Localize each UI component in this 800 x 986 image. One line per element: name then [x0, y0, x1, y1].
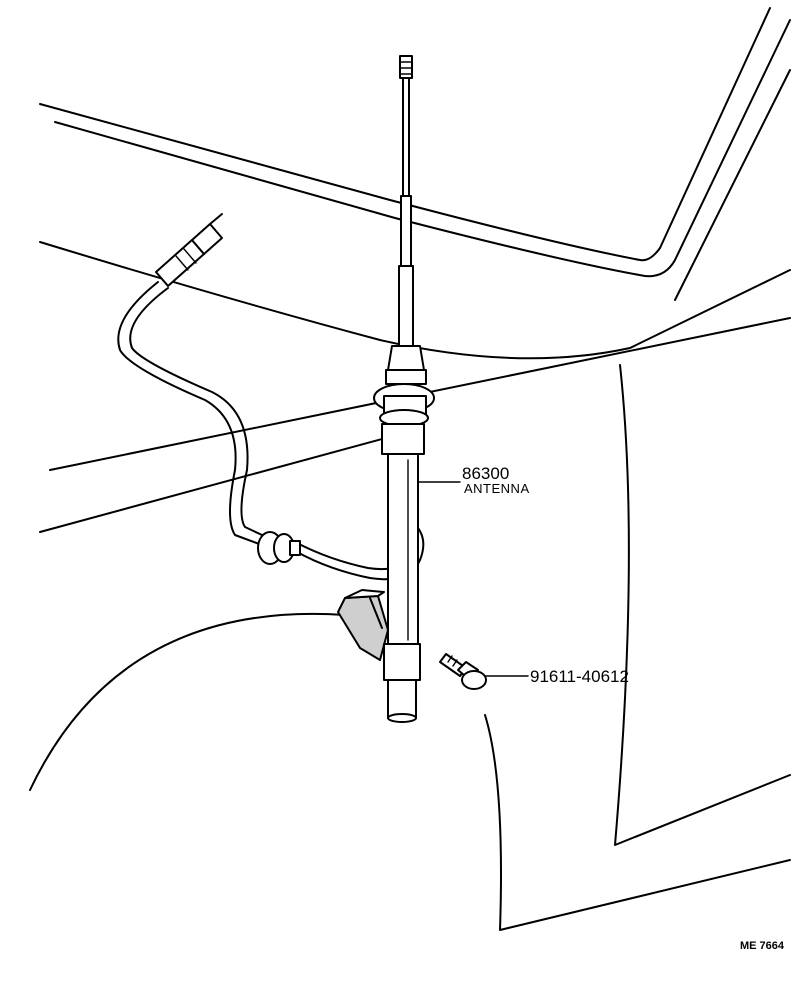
bolt-part-number: 91611-40612	[530, 667, 629, 686]
leader-lines	[417, 481, 529, 677]
cable-plug	[155, 213, 223, 287]
antenna-part-number: 86300	[462, 464, 510, 483]
diagram-reference: ME 7664	[740, 940, 785, 952]
mounting-bracket	[337, 589, 389, 661]
antenna-mast	[373, 55, 435, 723]
cable-grommet	[257, 531, 301, 565]
bolt	[439, 653, 487, 690]
antenna-part-name: ANTENNA	[464, 481, 530, 496]
